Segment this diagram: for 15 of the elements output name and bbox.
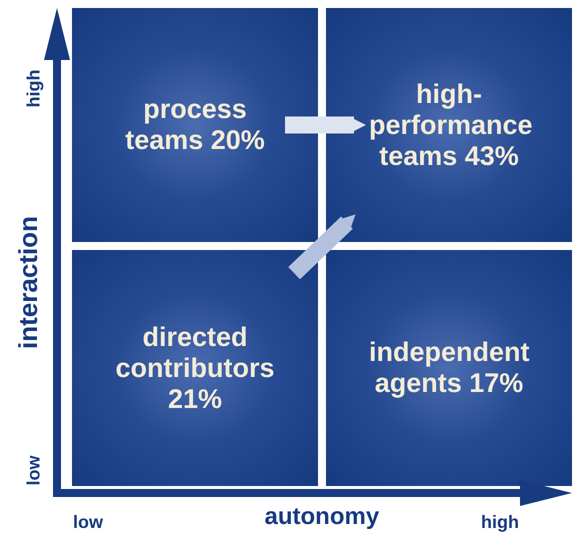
axis-label: low <box>73 512 103 532</box>
block-arrow <box>285 116 366 134</box>
quadrant-panel <box>72 250 318 486</box>
quadrant-label: directed contributors 21% <box>115 322 275 414</box>
axis-title: autonomy <box>264 503 380 531</box>
axis-label: low <box>24 455 44 485</box>
quadrant-panel <box>72 8 318 242</box>
quadrant-label: process teams 20% <box>124 94 266 156</box>
axis-title: interaction <box>12 216 44 348</box>
axis-label: high <box>24 69 44 107</box>
quadrant-label: independent agents 17% <box>369 337 529 399</box>
quadrant-panel <box>326 8 572 242</box>
quadrant-panel <box>326 250 572 486</box>
quadrant-label: high-performance teams 43% <box>369 78 529 172</box>
axis-label: high <box>481 512 519 532</box>
